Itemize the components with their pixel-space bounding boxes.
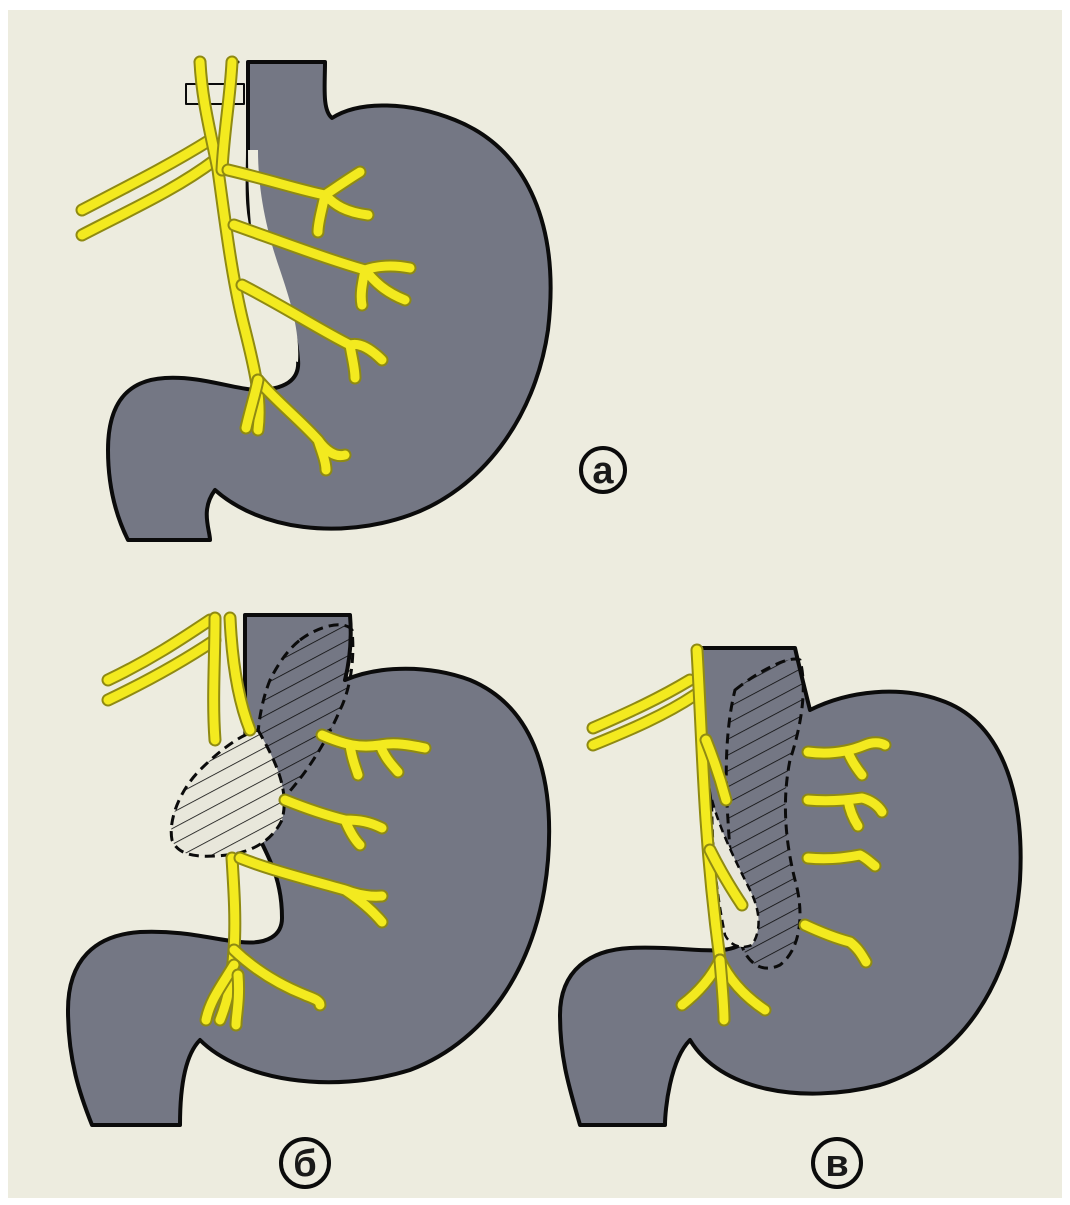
panel-label-b: б (293, 1143, 316, 1185)
panel-label-a: а (592, 450, 614, 492)
panel-label-c: в (825, 1143, 848, 1185)
